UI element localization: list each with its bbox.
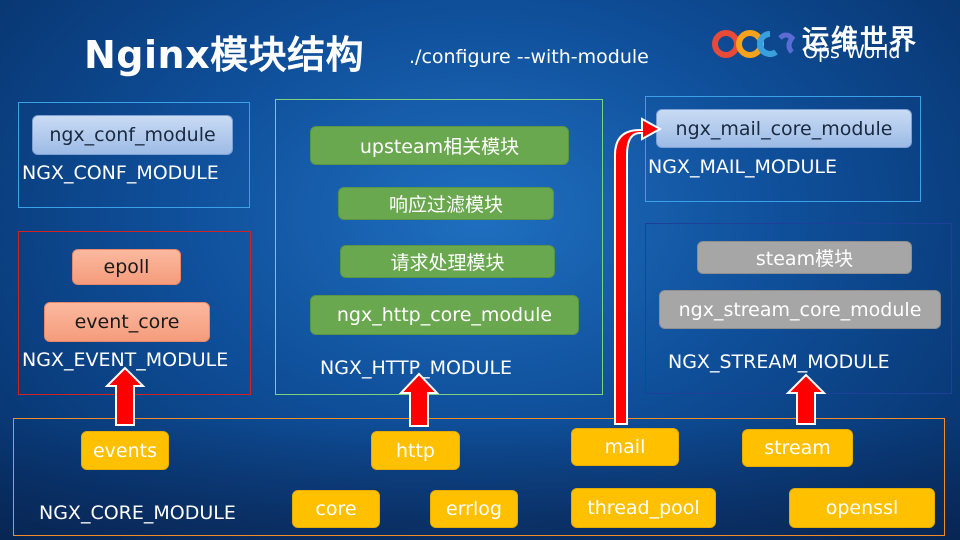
ops-world-logo-icon (712, 30, 796, 58)
response-filter-module-box: 响应过滤模块 (338, 187, 554, 220)
core-thread-pool-box: thread_pool (571, 488, 716, 528)
core-errlog-box: errlog (430, 490, 518, 528)
core-events-box: events (81, 431, 169, 470)
stream-module-label: NGX_STREAM_MODULE (668, 351, 890, 373)
request-handler-module-box: 请求处理模块 (340, 245, 555, 278)
logo-text-en: Ops World (803, 41, 901, 63)
upstream-module-box: upsteam相关模块 (310, 126, 569, 165)
http-module-label: NGX_HTTP_MODULE (320, 357, 513, 379)
page-title: Nginx模块结构 (84, 33, 365, 77)
conf-module-label: NGX_CONF_MODULE (22, 162, 219, 184)
event-core-box: event_core (44, 302, 210, 342)
page-subtitle: ./configure --with-module (409, 46, 649, 68)
conf-module-frame (18, 102, 250, 208)
core-module-label: NGX_CORE_MODULE (39, 502, 236, 524)
core-http-box: http (371, 431, 460, 470)
epoll-box: epoll (72, 249, 181, 285)
core-stream-box: stream (742, 429, 853, 467)
ngx-stream-core-module-box: ngx_stream_core_module (659, 290, 941, 329)
ngx-mail-core-module-box: ngx_mail_core_module (656, 109, 912, 148)
ngx-conf-module-box: ngx_conf_module (32, 115, 233, 155)
mail-module-label: NGX_MAIL_MODULE (648, 156, 838, 178)
core-mail-box: mail (571, 428, 679, 466)
core-module-frame (13, 418, 945, 536)
event-module-label: NGX_EVENT_MODULE (22, 349, 229, 371)
stream-module-box: steam模块 (697, 241, 912, 274)
ngx-http-core-module-box: ngx_http_core_module (310, 295, 579, 335)
core-core-box: core (292, 490, 380, 528)
logo-text-cn: 运维世界 (802, 25, 918, 56)
core-openssl-box: openssl (789, 488, 935, 528)
